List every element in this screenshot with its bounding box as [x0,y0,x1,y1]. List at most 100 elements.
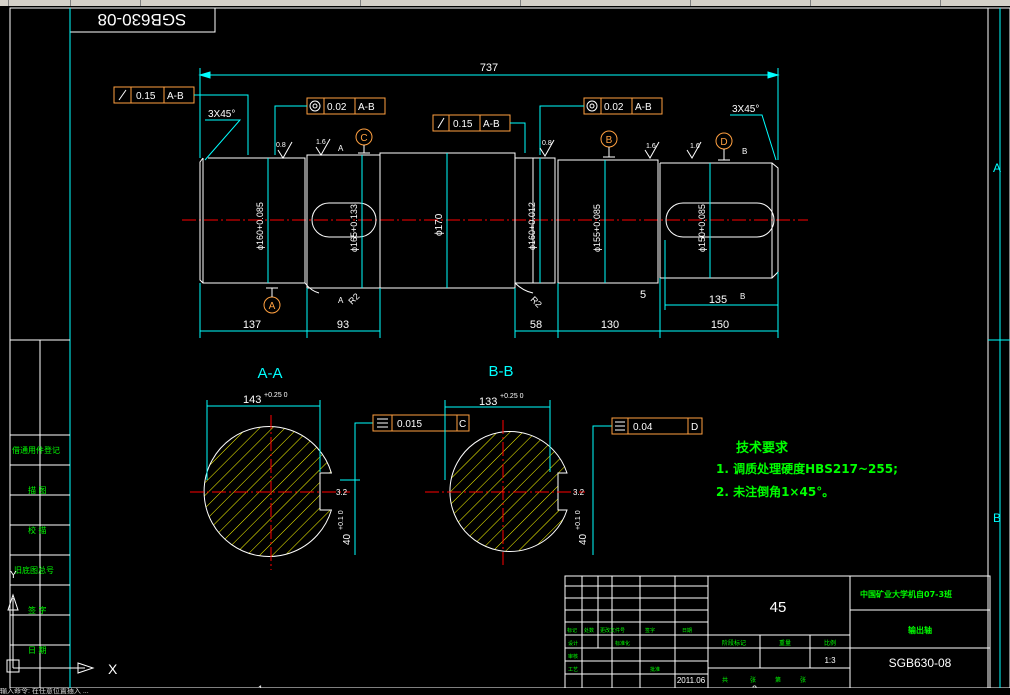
dim-bottom-3: 130 [601,319,619,331]
section-bb-dims [444,400,612,555]
roughness-symbols [277,138,702,159]
fcf-symmetry-c-value: 0.015 [397,419,422,430]
tb-row-4: 日期 [682,628,692,634]
title-block-grid [564,575,991,689]
tb-sheet-2: 第 [775,676,781,684]
zone-letter-b: B [993,511,1001,525]
dim-overall-value: 737 [480,62,498,74]
tb-header-0: 阶段标记 [722,639,746,647]
shaft-outline [199,152,779,294]
tb-row-9: 批准 [650,666,660,673]
dim-overall [198,68,780,160]
fcf-concentric-1-ref: A-B [358,102,375,113]
dim-bottom-lines [199,240,779,338]
dim-bottom-1: 93 [337,319,349,331]
fcf-runout-2-ref: A-B [483,119,500,130]
title-number-mirrored: SGB630-08 [98,10,187,29]
dia-5: ϕ150+0.085 [697,204,707,252]
tech-req-title: 技术要求 [736,440,789,456]
tb-header-1: 重量 [779,639,791,647]
cut-mark-a-bottom: A [338,296,344,305]
fcf-symmetry-d-value: 0.04 [633,422,653,433]
fcf-concentric-2-ref: A-B [635,102,652,113]
tb-header-2: 比例 [824,639,836,647]
dim-keyway-offset: 5 [640,289,646,301]
cut-mark-a-top: A [338,144,344,153]
ucs-x-label: X [108,661,118,677]
section-aa-dims [206,400,373,555]
section-aa-width-tol: +0.25 0 [264,392,288,399]
section-bb-depth: 40 [578,533,589,545]
frame-inner-cyan [69,8,1010,688]
section-aa-depth-tol: +0.1 0 [338,510,345,530]
tb-sheet-0: 共 [722,676,728,684]
datum-d: D [720,137,727,148]
tb-row-5: 设计 [568,640,578,647]
fcf-runout-1-ref: A-B [167,91,184,102]
tb-sheet-3: 张 [800,676,806,684]
dim-keyway-length: 135 [709,294,727,306]
tb-row-8: 标准化 [615,640,630,647]
fcf-symmetry-c [372,414,470,432]
ucs-icon [6,593,95,674]
fcf-concentric-2-value: 0.02 [604,102,624,113]
fcf-symmetry-d-ref: D [691,422,698,433]
fcf-concentric-1 [274,97,386,155]
side-label-2: 校 描 [28,525,47,535]
datum-markers [263,128,733,314]
fcf-runout-2 [432,114,526,153]
tb-part-name: 输出轴 [908,625,932,635]
chamfer-leaders [204,114,777,161]
side-label-3: 旧底图总号 [14,565,54,575]
fcf-symmetry-c-ref: C [459,419,466,430]
roughness-4: 1.6 [690,143,700,150]
tb-scale: 1:3 [824,656,836,665]
tb-row-6: 审核 [568,653,578,660]
fcf-runout-1-value: 0.15 [136,91,156,102]
dia-3: ϕ160+0.012 [527,202,537,250]
section-bb-width-tol: +0.25 0 [500,393,524,400]
tb-sheet-1: 张 [750,676,756,684]
dim-bottom-0: 137 [243,319,261,331]
fcf-runout-1 [113,86,249,155]
dim-bottom-2: 58 [530,319,542,331]
command-line[interactable]: 输入命令: 在任意位置插入 ... [0,688,1010,695]
section-bb-label: B-B [488,363,513,380]
section-bb-depth-tol: +0.1 0 [575,510,582,530]
tb-drawing-no: SGB630-08 [889,656,952,670]
zone-letter-a: A [993,161,1001,175]
fcf-runout-2-value: 0.15 [453,119,473,130]
tech-req-item-1: 2. 未注倒角1×45°。 [716,484,834,499]
fillet-label-1: R2 [529,294,544,309]
section-aa-centerlines [190,415,350,570]
tb-material: 45 [770,599,787,616]
side-label-4: 签 字 [28,605,47,615]
side-label-1: 描 图 [28,485,47,495]
section-aa-depth: 40 [342,533,353,545]
fcf-symmetry-d [611,417,703,435]
cut-mark-b-bottom: B [740,292,745,301]
dim-bottom-4: 150 [711,319,729,331]
dia-0: ϕ160+0.085 [255,202,265,250]
side-column [10,339,70,688]
drawing-frame [9,7,1010,689]
side-label-0: 借通用件登记 [12,445,60,455]
section-bb-width: 133 [479,396,497,408]
cut-mark-b-top: B [742,147,747,156]
window-toolbar-strip [0,0,1010,6]
tb-row-3: 签字 [645,627,655,634]
tech-req-item-0: 1. 调质处理硬度HBS217~255; [716,461,898,476]
tb-date: 2011.06 [677,676,706,685]
datum-b: B [606,135,613,146]
tb-org: 中国矿业大学机自07-3班 [860,589,952,599]
fcf-concentric-2 [539,97,663,155]
tb-row-7: 工艺 [568,667,578,673]
fcf-concentric-1-value: 0.02 [327,102,347,113]
dim-diameter-lines [267,153,711,288]
section-aa-width: 143 [243,394,261,406]
datum-a: A [269,301,276,312]
datum-c: C [360,133,367,144]
roughness-0: 0.8 [276,142,286,149]
roughness-3: 1.6 [646,143,656,150]
